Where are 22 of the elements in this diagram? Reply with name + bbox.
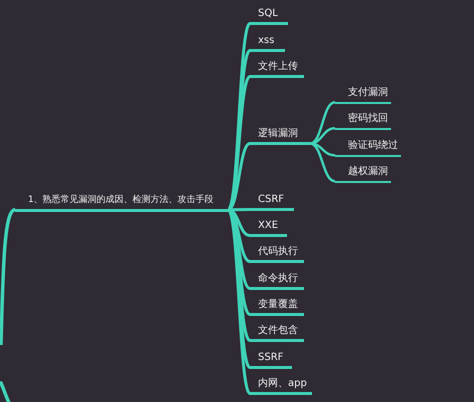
topic-label: 逻辑漏洞 — [250, 126, 310, 145]
topic-label: xss — [250, 33, 285, 52]
topic-label: XXE — [250, 218, 287, 237]
branch-line — [310, 142, 336, 182]
topic-label: 代码执行 — [250, 244, 304, 263]
topic-label: 文件上传 — [250, 59, 304, 78]
topic-label: CSRF — [250, 192, 294, 211]
topic-label: 命令执行 — [250, 271, 304, 290]
branch-line — [310, 101, 336, 145]
topic-label: 越权漏洞 — [335, 164, 391, 182]
topic-label: 变量覆盖 — [250, 297, 304, 316]
topic-label: SQL — [250, 6, 288, 25]
topic-label: 内网、app — [250, 376, 312, 395]
topic-label: SSRF — [250, 350, 292, 369]
topic-label: 1、熟悉常见漏洞的成因、检测方法、攻击手段 — [15, 192, 228, 212]
topic-label: 密码找回 — [335, 111, 391, 130]
branch-line — [310, 127, 336, 145]
branch-line — [310, 142, 336, 156]
topic-label: 验证码绕过 — [335, 138, 401, 156]
topic-label: 文件包含 — [250, 323, 304, 342]
branch-line — [0, 208, 16, 346]
topic-label: 支付漏洞 — [335, 85, 391, 104]
